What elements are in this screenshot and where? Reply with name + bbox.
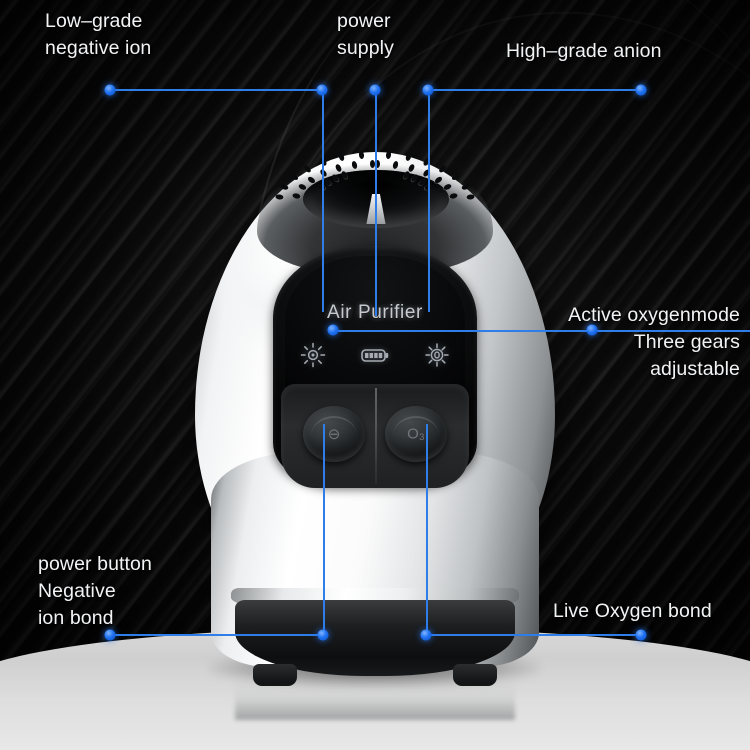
- leader-line-low-grade-horizontal: [110, 89, 323, 91]
- callout-label-power-button-negative-ion-bond: power button Negative ion bond: [38, 553, 152, 629]
- ion-sun-icon: [300, 342, 326, 373]
- callout-dot-active-oxygen-inner: [327, 324, 339, 336]
- brand-label: Air Purifier: [327, 302, 423, 323]
- ozone-button-glyph: O₃: [407, 425, 425, 443]
- product-foot-right: [453, 664, 497, 686]
- button-panel: ⊖ O₃: [281, 384, 469, 488]
- leader-line-power-supply-vertical: [375, 90, 377, 316]
- callout-dot-power-button-outer: [104, 629, 116, 641]
- callout-dot-power-button-inner: [317, 629, 329, 641]
- callout-dot-active-oxygen-outer: [586, 324, 598, 336]
- power-button-glyph: ⊖: [327, 426, 341, 443]
- callout-dot-low-grade-outer: [104, 84, 116, 96]
- callout-dot-live-oxygen-inner: [420, 629, 432, 641]
- leader-line-power-button-horizontal: [110, 634, 324, 636]
- callout-label-power-supply: power supply: [337, 10, 394, 59]
- leader-line-high-grade-horizontal: [428, 89, 641, 91]
- callout-label-live-oxygen-bond: Live Oxygen bond: [553, 600, 712, 622]
- button-divider: [375, 388, 377, 484]
- power-button[interactable]: ⊖: [303, 406, 365, 462]
- product-base: [235, 600, 515, 676]
- product-reflection: [235, 680, 515, 720]
- callout-dot-live-oxygen-outer: [635, 629, 647, 641]
- callout-dot-high-grade-inner: [422, 84, 434, 96]
- ozone-button-bevel: [393, 416, 439, 456]
- leader-line-live-oxygen-vertical: [426, 424, 428, 636]
- leader-line-low-grade-vertical: [322, 90, 324, 312]
- product-foot-left: [253, 664, 297, 686]
- leader-line-high-grade-vertical: [428, 90, 430, 312]
- callout-dot-power-supply: [369, 84, 381, 96]
- callout-dot-high-grade-outer: [635, 84, 647, 96]
- leader-line-live-oxygen-horizontal: [426, 634, 642, 636]
- callout-label-low-grade-negative-ion: Low–grade negative ion: [45, 10, 152, 59]
- callout-label-active-oxygen-mode: Active oxygenmode Three gears adjustable: [568, 304, 740, 380]
- status-icon-row: [273, 342, 477, 373]
- callout-label-high-grade-anion: High–grade anion: [506, 40, 662, 62]
- ozone-button[interactable]: O₃: [385, 406, 447, 462]
- leader-line-power-button-vertical: [323, 424, 325, 636]
- anion-gear-icon: [424, 342, 450, 373]
- callout-dot-low-grade-inner: [316, 84, 328, 96]
- leader-line-active-oxygen-horizontal: [333, 330, 750, 332]
- power-button-bevel: [311, 416, 357, 456]
- battery-icon: [360, 342, 390, 373]
